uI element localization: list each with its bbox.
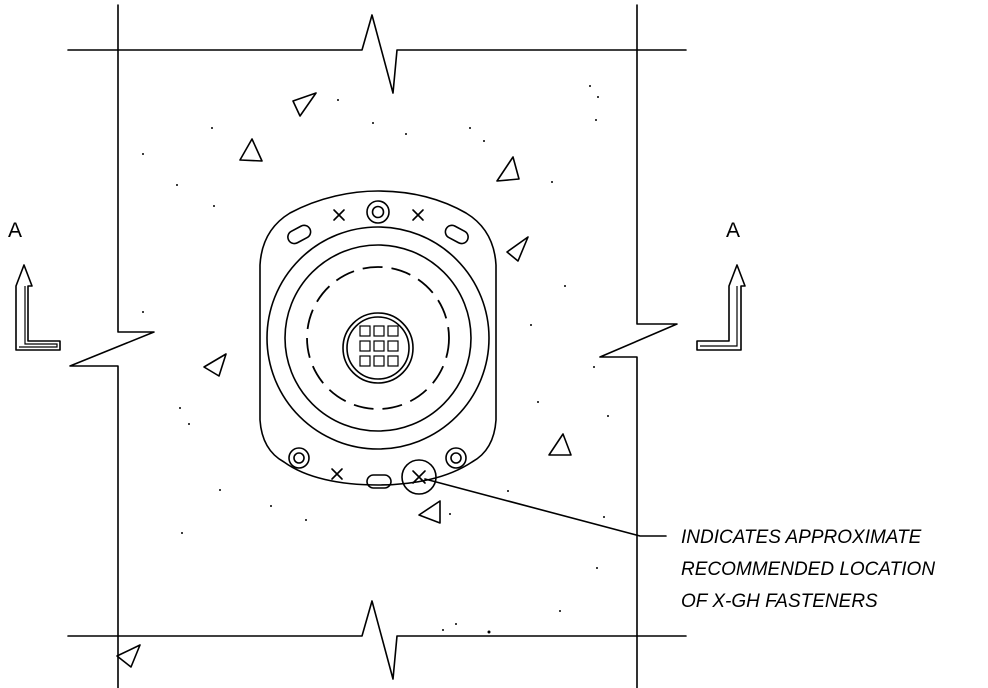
- slab-outline: [67, 4, 687, 688]
- device-rings: [266, 226, 490, 450]
- section-marker-right: [696, 264, 746, 351]
- section-label-left: A: [8, 219, 22, 242]
- section-marker-left: [15, 264, 61, 351]
- callout-line-1: INDICATES APPROXIMATE: [681, 527, 922, 548]
- bottom-fastener-features: [288, 447, 467, 495]
- device-plate: [259, 190, 497, 486]
- callout-line-2: RECOMMENDED LOCATION: [681, 559, 935, 580]
- callout-line-3: OF X-GH FASTENERS: [681, 591, 878, 612]
- section-label-right: A: [726, 219, 740, 242]
- top-fastener-features: [287, 200, 469, 245]
- center-connector: [342, 312, 414, 384]
- aggregate-symbols: [116, 92, 572, 668]
- leader-line: [424, 478, 667, 537]
- callout-note: INDICATES APPROXIMATE RECOMMENDED LOCATI…: [681, 527, 935, 612]
- aggregate-specks: [142, 85, 609, 634]
